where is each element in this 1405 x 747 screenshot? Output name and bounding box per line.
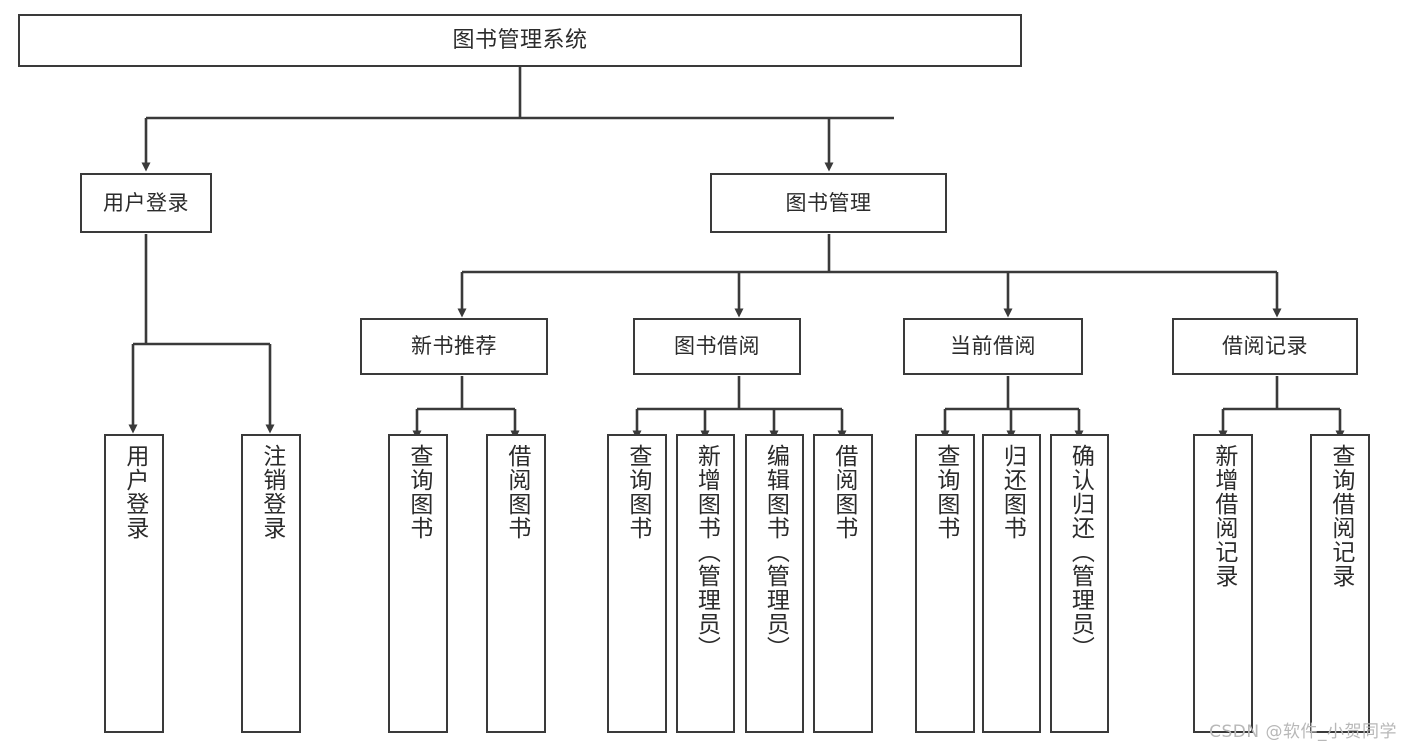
node-current-borrow-label: 当前借阅 xyxy=(950,334,1036,359)
leaf-return-book-label: 归还图书 xyxy=(999,444,1026,540)
leaf-borrow-book-1-label: 借阅图书 xyxy=(503,444,530,540)
leaf-edit-book-label: 编辑图书（管理员） xyxy=(762,444,789,660)
leaf-borrow-book-1[interactable]: 借阅图书 xyxy=(486,434,546,733)
leaf-query-book-3-label: 查询图书 xyxy=(932,444,959,540)
leaf-query-record[interactable]: 查询借阅记录 xyxy=(1310,434,1370,733)
leaf-query-record-label: 查询借阅记录 xyxy=(1327,444,1354,588)
node-borrow-record-label: 借阅记录 xyxy=(1222,334,1308,359)
leaf-return-book[interactable]: 归还图书 xyxy=(982,434,1041,733)
watermark: CSDN @软件_小贺同学 xyxy=(1209,722,1397,742)
node-current-borrow[interactable]: 当前借阅 xyxy=(903,318,1083,375)
node-user-login[interactable]: 用户登录 xyxy=(80,173,212,233)
node-root-label: 图书管理系统 xyxy=(452,27,588,53)
leaf-edit-book[interactable]: 编辑图书（管理员） xyxy=(745,434,804,733)
leaf-logout[interactable]: 注销登录 xyxy=(241,434,301,733)
leaf-borrow-book-2[interactable]: 借阅图书 xyxy=(813,434,873,733)
leaf-user-login-label: 用户登录 xyxy=(121,444,148,540)
node-book-borrow[interactable]: 图书借阅 xyxy=(633,318,801,375)
node-new-book-recommend-label: 新书推荐 xyxy=(411,334,497,359)
leaf-user-login[interactable]: 用户登录 xyxy=(104,434,164,733)
leaf-query-book-2-label: 查询图书 xyxy=(624,444,651,540)
leaf-add-record[interactable]: 新增借阅记录 xyxy=(1193,434,1253,733)
node-book-borrow-label: 图书借阅 xyxy=(674,334,760,359)
node-user-login-label: 用户登录 xyxy=(103,190,189,215)
leaf-confirm-return[interactable]: 确认归还（管理员） xyxy=(1050,434,1109,733)
leaf-add-book-label: 新增图书（管理员） xyxy=(693,444,720,660)
node-borrow-record[interactable]: 借阅记录 xyxy=(1172,318,1358,375)
leaf-query-book-3[interactable]: 查询图书 xyxy=(915,434,975,733)
leaf-add-record-label: 新增借阅记录 xyxy=(1210,444,1237,588)
leaf-confirm-return-label: 确认归还（管理员） xyxy=(1067,444,1094,660)
leaf-query-book-1-label: 查询图书 xyxy=(405,444,432,540)
leaf-logout-label: 注销登录 xyxy=(258,444,285,540)
node-book-manage-label: 图书管理 xyxy=(785,190,872,215)
node-book-manage[interactable]: 图书管理 xyxy=(710,173,947,233)
leaf-query-book-2[interactable]: 查询图书 xyxy=(607,434,667,733)
node-new-book-recommend[interactable]: 新书推荐 xyxy=(360,318,548,375)
node-root[interactable]: 图书管理系统 xyxy=(18,14,1022,67)
leaf-query-book-1[interactable]: 查询图书 xyxy=(388,434,448,733)
leaf-borrow-book-2-label: 借阅图书 xyxy=(830,444,857,540)
leaf-add-book[interactable]: 新增图书（管理员） xyxy=(676,434,735,733)
